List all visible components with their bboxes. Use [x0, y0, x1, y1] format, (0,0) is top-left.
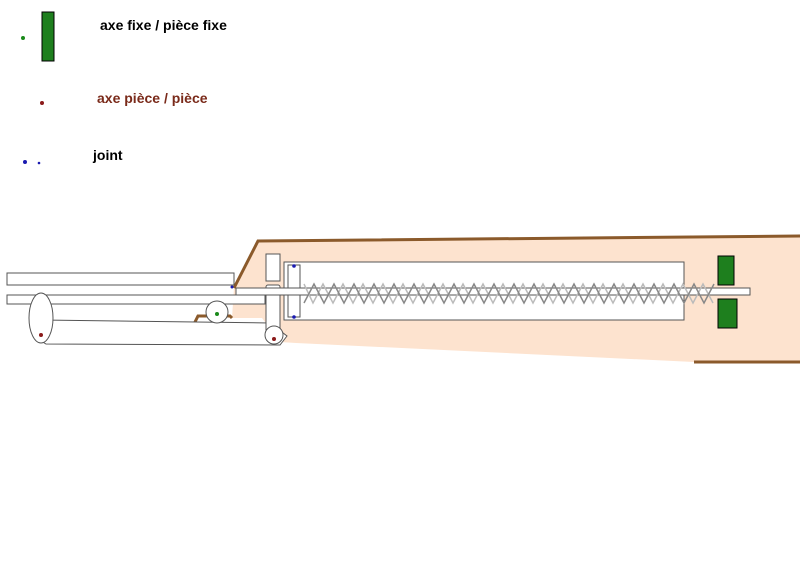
fixed-part-lower	[717, 298, 738, 329]
legend-fixed-part-swatch	[41, 11, 55, 62]
lower-rod	[6, 294, 266, 305]
legend-fixed-label: axe fixe / pièce fixe	[100, 17, 227, 33]
legend-fixed-axis-dot	[21, 36, 25, 40]
fixed-part-upper	[717, 255, 735, 286]
fixed-axis-middle-link	[215, 312, 219, 316]
legend-joint-dot-1	[23, 160, 27, 164]
pivot-left-lever	[39, 333, 43, 337]
spring-coil-front	[303, 282, 715, 305]
right-lever-pivot-round	[264, 325, 284, 345]
joint-rod-end	[230, 285, 234, 289]
legend-pivot-dot	[40, 101, 44, 105]
bottom-link	[32, 319, 288, 346]
legend-joint-dot-2	[37, 161, 41, 165]
spring-coil-back	[303, 282, 714, 305]
housing-outline-top	[232, 234, 800, 289]
pivot-right-lever	[272, 337, 276, 341]
central-shaft	[235, 287, 751, 296]
joint-piston-top	[292, 264, 296, 268]
left-lever	[28, 292, 54, 344]
legend-joint-label: joint	[93, 147, 123, 163]
upper-rod	[6, 272, 235, 286]
guide-block-top	[265, 253, 281, 282]
joint-piston-bottom	[292, 315, 296, 319]
legend	[21, 11, 55, 165]
legend-pivot-label: axe pièce / pièce	[97, 90, 208, 106]
